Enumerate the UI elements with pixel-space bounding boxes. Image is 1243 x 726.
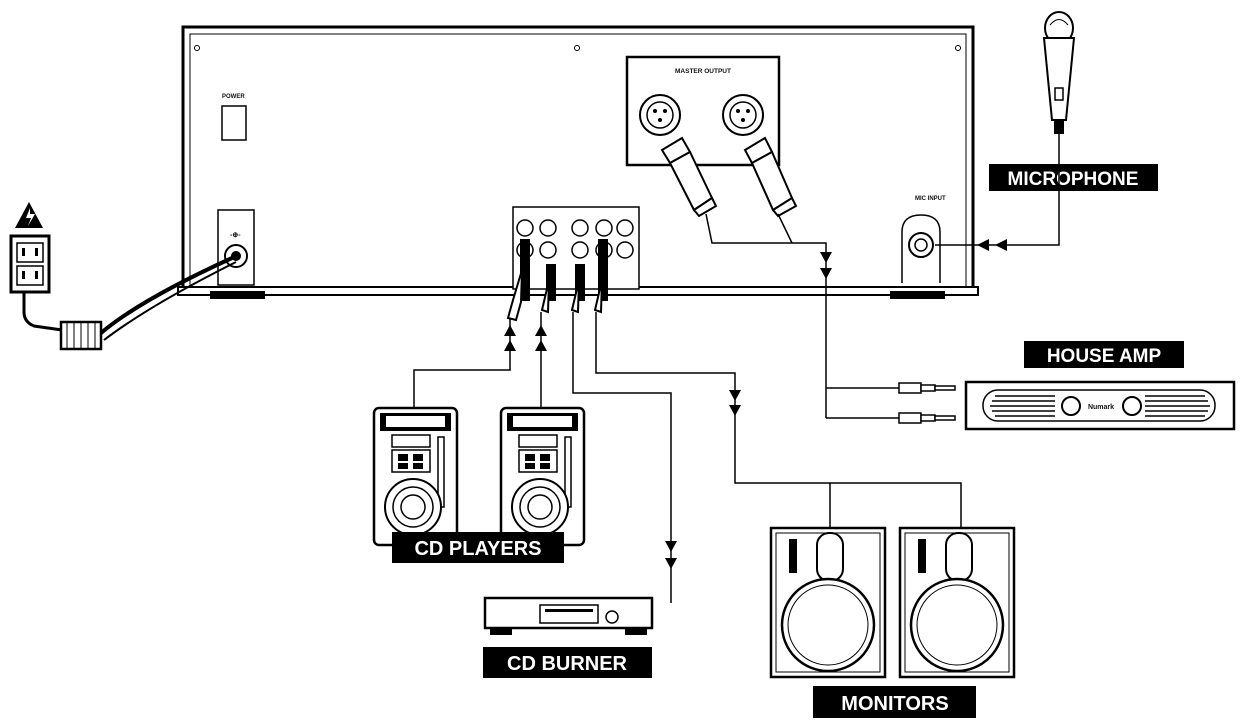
cd-player-icon xyxy=(372,406,459,547)
monitor-speaker-icon xyxy=(898,526,1016,679)
xlr-connector-icon xyxy=(660,136,798,218)
svg-text:HOUSE AMP: HOUSE AMP xyxy=(1047,346,1162,367)
power-outlet-icon xyxy=(9,234,51,294)
cd-player-icon xyxy=(499,406,586,547)
quarter-inch-plug-icon xyxy=(898,382,956,424)
svg-text:MONITORS: MONITORS xyxy=(841,693,948,715)
svg-text:-⊕-: -⊕- xyxy=(230,232,241,239)
high-voltage-warning-icon xyxy=(15,202,43,228)
house-amp-icon: Numark xyxy=(964,380,1236,431)
monitors-label: MONITORS xyxy=(813,686,976,718)
power-switch[interactable] xyxy=(221,105,247,141)
power-label: POWER xyxy=(222,94,245,100)
svg-text:MICROPHONE: MICROPHONE xyxy=(1008,169,1139,190)
master-output-label: MASTER OUTPUT xyxy=(675,68,731,75)
house-amp-label: HOUSE AMP xyxy=(1024,341,1184,368)
signal-arrows xyxy=(504,239,1007,569)
cd-burner-icon xyxy=(483,596,654,635)
rca-connector-icon xyxy=(506,239,608,322)
xlr-output-left[interactable] xyxy=(639,94,681,136)
xlr-output-right[interactable] xyxy=(722,94,764,136)
microphone-icon xyxy=(1042,11,1076,134)
microphone-label: MICROPHONE xyxy=(989,164,1158,191)
cd-burner-label: CD BURNER xyxy=(483,647,652,678)
monitor-speaker-icon xyxy=(769,526,887,679)
svg-text:CD BURNER: CD BURNER xyxy=(507,653,628,675)
cd-players-label: CD PLAYERS xyxy=(392,532,564,563)
mic-input-label: MIC INPUT xyxy=(915,196,946,202)
power-adapter-icon xyxy=(22,256,237,351)
amp-brand: Numark xyxy=(1088,404,1114,411)
cables xyxy=(413,134,1060,603)
svg-text:CD PLAYERS: CD PLAYERS xyxy=(414,538,541,560)
mixer-rear-panel: POWER -⊕- MASTER OUTPUT xyxy=(177,25,979,322)
